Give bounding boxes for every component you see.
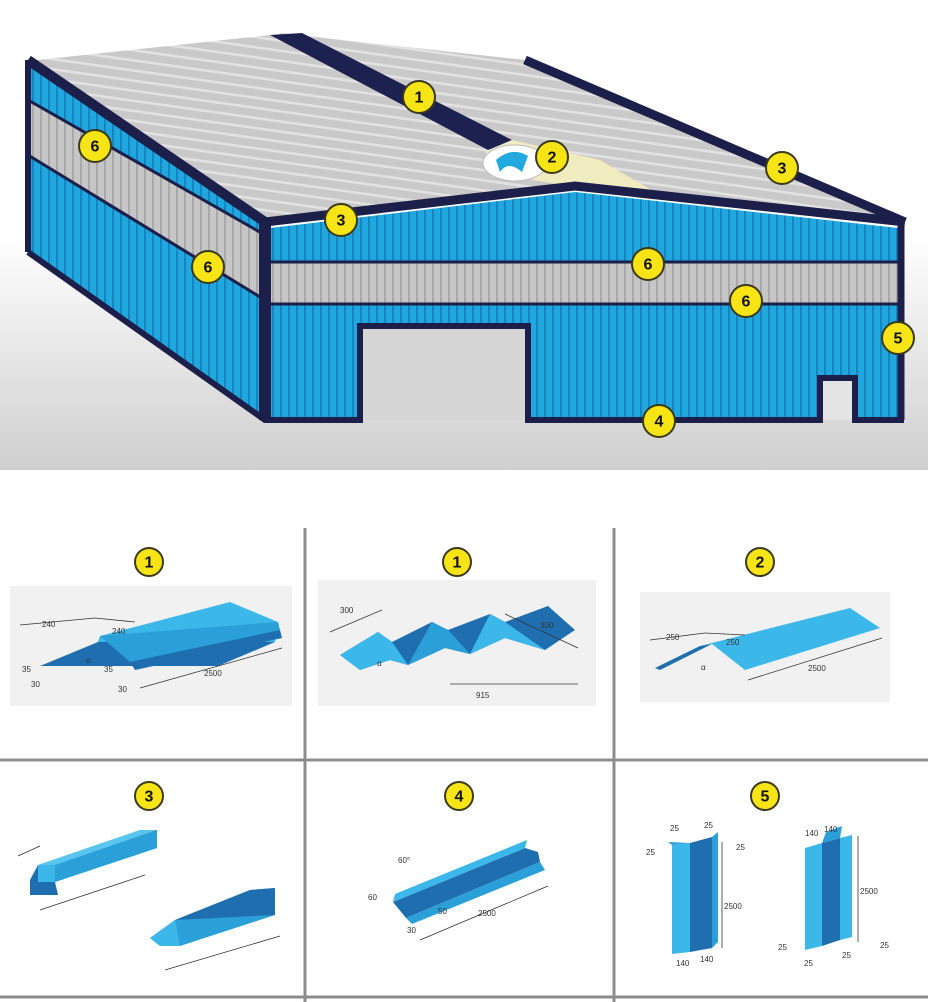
svg-text:3: 3	[337, 213, 346, 230]
skylight-flashing	[496, 151, 528, 172]
svg-text:5: 5	[894, 331, 903, 348]
svg-text:2500: 2500	[204, 669, 222, 678]
callout-front-band-lower: 6	[729, 284, 763, 318]
svg-text:140: 140	[824, 825, 838, 834]
svg-text:6: 6	[742, 294, 751, 311]
svg-text:1: 1	[453, 555, 462, 572]
svg-text:2: 2	[756, 555, 765, 572]
callout-eave-front: 3	[324, 203, 358, 237]
front-band	[270, 262, 898, 304]
callout-front-band-upper: 6	[631, 247, 665, 281]
panel-eave-trim: 3	[17, 781, 281, 971]
svg-text:2: 2	[548, 150, 557, 167]
svg-text:35: 35	[22, 665, 31, 674]
svg-text:2500: 2500	[808, 664, 826, 673]
building-illustration: 1 2 3 3 6 6 6 6 5 4	[0, 0, 928, 470]
callout-skylight: 2	[535, 140, 569, 174]
panel-ridge-flashing: 1 240 240 35 30 35 30 α 2500	[10, 547, 292, 706]
ridge-cap	[270, 33, 512, 150]
svg-text:6: 6	[91, 139, 100, 156]
main-door-opening	[360, 326, 528, 420]
callout-side-band-upper: 6	[78, 129, 112, 163]
svg-text:25: 25	[842, 951, 851, 960]
svg-text:140: 140	[700, 955, 714, 964]
svg-text:30: 30	[407, 926, 416, 935]
svg-text:30: 30	[118, 685, 127, 694]
eave-trim-right	[523, 55, 907, 227]
svg-text:60: 60	[368, 893, 377, 902]
svg-text:25: 25	[736, 843, 745, 852]
svg-text:2500: 2500	[860, 887, 878, 896]
svg-text:25: 25	[880, 941, 889, 950]
svg-text:250: 250	[726, 638, 740, 647]
eave-trim-left	[25, 55, 268, 227]
profile-grid: 1 240 240 35 30 35 30 α 2500 1 300 300 9…	[0, 470, 928, 1002]
svg-text:915: 915	[476, 691, 490, 700]
svg-text:α: α	[701, 663, 706, 672]
callout-corner: 5	[881, 321, 915, 355]
small-door-opening	[820, 378, 855, 420]
svg-text:60°: 60°	[398, 856, 410, 865]
panel-skylight-flashing: 2 250 250 2500 α	[640, 547, 890, 702]
svg-text:6: 6	[204, 260, 213, 277]
panel-base-flashing: 4 60° 60 50 30 2500	[368, 781, 549, 941]
svg-text:2500: 2500	[478, 909, 496, 918]
profile-grid-svg: 1 240 240 35 30 35 30 α 2500 1 300 300 9…	[0, 528, 928, 1002]
svg-text:α: α	[86, 656, 91, 665]
svg-text:140: 140	[676, 959, 690, 968]
svg-text:2500: 2500	[724, 902, 742, 911]
panel-corner-flashing: 5 25 25 25 25 2500 140 140 140 140 2500 …	[646, 781, 889, 968]
svg-text:250: 250	[666, 633, 680, 642]
building-svg: 1 2 3 3 6 6 6 6 5 4	[0, 0, 928, 470]
svg-text:5: 5	[761, 789, 770, 806]
callout-side-band-lower: 6	[191, 250, 225, 284]
callout-base: 4	[642, 404, 676, 438]
svg-text:240: 240	[112, 627, 126, 636]
svg-text:3: 3	[145, 789, 154, 806]
svg-text:25: 25	[670, 824, 679, 833]
svg-text:1: 1	[415, 90, 424, 107]
svg-text:4: 4	[455, 789, 464, 806]
panel-roof-sheet: 1 300 300 915 α	[318, 547, 596, 706]
svg-text:4: 4	[655, 414, 664, 431]
svg-text:25: 25	[804, 959, 813, 968]
svg-text:240: 240	[42, 620, 56, 629]
svg-text:300: 300	[540, 621, 554, 630]
base-trim	[26, 249, 904, 423]
svg-text:1: 1	[145, 555, 154, 572]
svg-text:α: α	[377, 659, 382, 668]
svg-text:30: 30	[31, 680, 40, 689]
callout-ridge: 1	[402, 80, 436, 114]
svg-text:25: 25	[646, 848, 655, 857]
svg-text:3: 3	[778, 161, 787, 178]
svg-text:25: 25	[704, 821, 713, 830]
gable-trim	[264, 181, 906, 227]
svg-text:300: 300	[340, 606, 354, 615]
svg-text:25: 25	[778, 943, 787, 952]
svg-text:50: 50	[438, 907, 447, 916]
front-wall	[270, 192, 898, 420]
svg-text:6: 6	[644, 257, 653, 274]
svg-text:35: 35	[104, 665, 113, 674]
callout-eave-right: 3	[765, 151, 799, 185]
svg-text:140: 140	[805, 829, 819, 838]
